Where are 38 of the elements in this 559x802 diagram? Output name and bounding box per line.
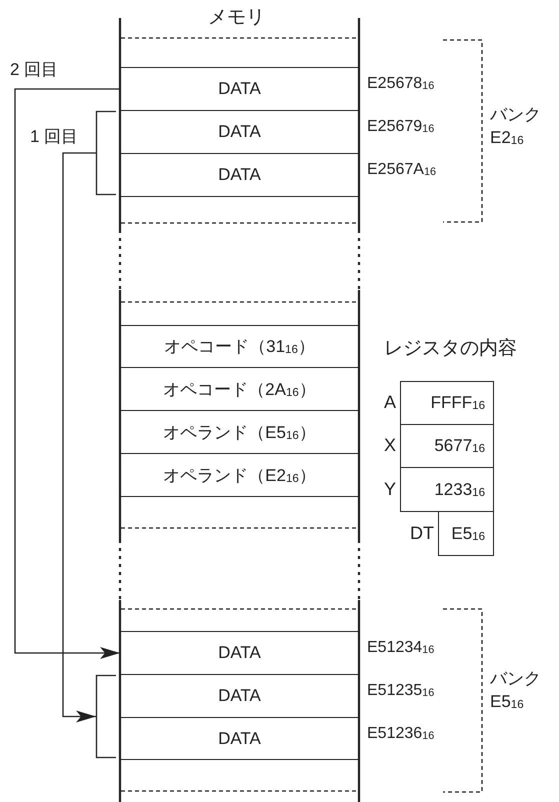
register-box bbox=[438, 511, 494, 556]
cell-text: DATA bbox=[218, 643, 261, 663]
cell-text: オペコード（31$_{16}$） bbox=[164, 336, 315, 358]
address-label: E51234$_{16}$ bbox=[367, 639, 434, 657]
cell-text: E5$_{16}$ bbox=[451, 524, 485, 544]
arrow bbox=[14, 88, 120, 659]
address-label: E2567A$_{16}$ bbox=[367, 161, 436, 179]
cell-text: オペコード（2A$_{16}$） bbox=[163, 378, 316, 400]
register-name: Y bbox=[384, 478, 396, 500]
register-name: X bbox=[384, 435, 396, 456]
cell-text: DATA bbox=[218, 728, 261, 748]
label: バンク E5$_{16}$ bbox=[490, 668, 542, 714]
address-label: E51235$_{16}$ bbox=[367, 682, 434, 700]
address-label: E51236$_{16}$ bbox=[367, 725, 434, 743]
arrow bbox=[62, 152, 96, 722]
edge-label: 2 回目 bbox=[10, 59, 58, 81]
label: レジスタの内容 bbox=[384, 337, 517, 361]
cell-text: 5677$_{16}$ bbox=[434, 436, 485, 456]
cell-text: FFFF$_{16}$ bbox=[430, 393, 485, 413]
cell-text: DATA bbox=[218, 165, 261, 185]
cell-text: DATA bbox=[218, 79, 261, 99]
register-box bbox=[400, 424, 494, 468]
register-name: DT bbox=[410, 522, 434, 544]
bracket bbox=[96, 111, 116, 195]
address-label: E25678$_{16}$ bbox=[367, 75, 434, 93]
cell-text: DATA bbox=[218, 122, 261, 142]
cell-text: 1233$_{16}$ bbox=[434, 480, 485, 500]
register-box bbox=[400, 381, 494, 425]
edge-label: 1 回目 bbox=[30, 126, 78, 148]
bracket bbox=[96, 675, 116, 758]
register-box bbox=[400, 467, 494, 512]
label: バンク E2$_{16}$ bbox=[490, 104, 542, 150]
register-name: A bbox=[384, 392, 396, 413]
cell-text: DATA bbox=[218, 686, 261, 706]
cell-text: オペランド（E5$_{16}$） bbox=[163, 422, 316, 444]
cell-text: オペランド（E2$_{16}$） bbox=[163, 464, 316, 486]
address-label: E25679$_{16}$ bbox=[367, 118, 434, 136]
label: メモリ bbox=[208, 6, 265, 30]
